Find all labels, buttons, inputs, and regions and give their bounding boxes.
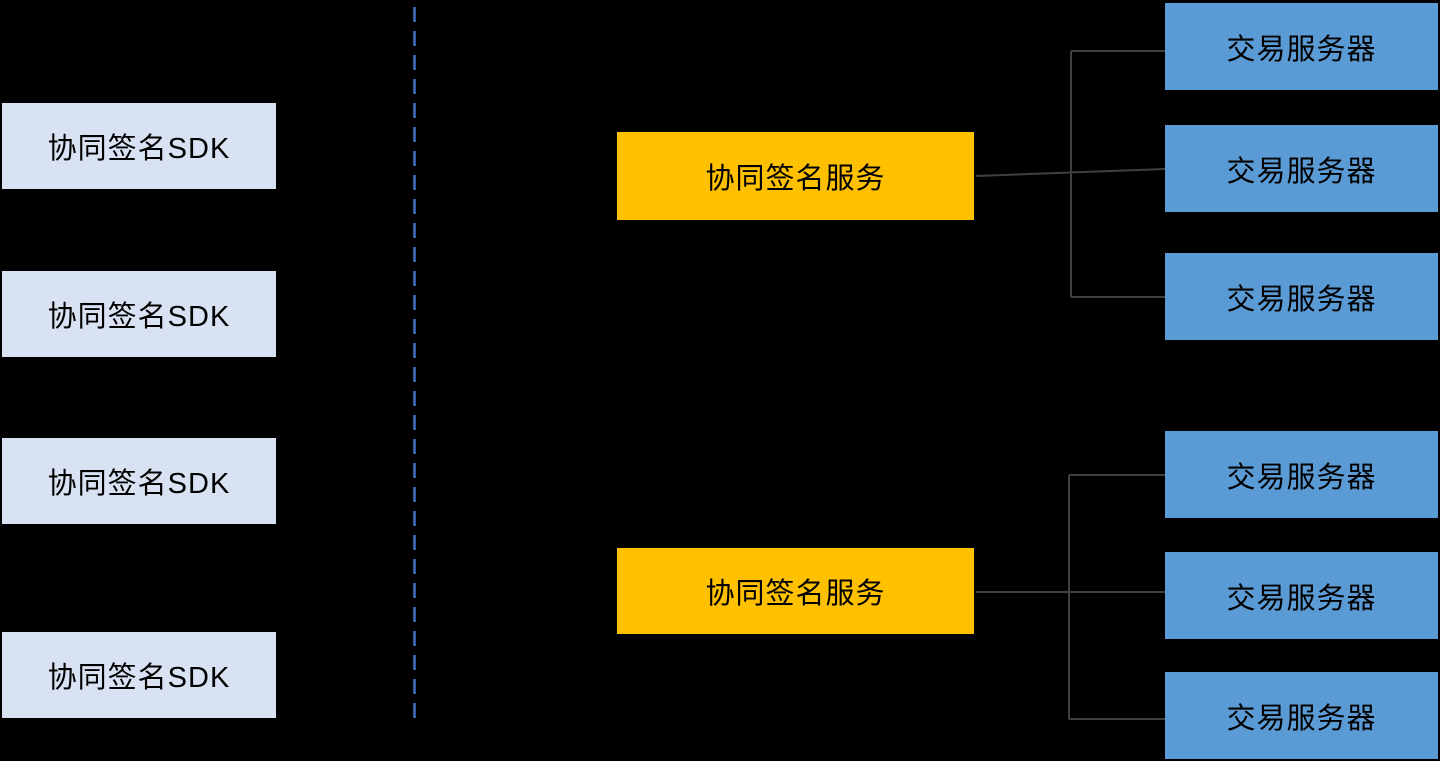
node-transaction-server-3: 交易服务器 bbox=[1165, 253, 1438, 340]
node-sdk-2: 协同签名SDK bbox=[2, 271, 276, 357]
node-transaction-server-1: 交易服务器 bbox=[1165, 3, 1438, 90]
node-transaction-server-4: 交易服务器 bbox=[1165, 431, 1438, 518]
node-transaction-server-2: 交易服务器 bbox=[1165, 125, 1438, 212]
node-sdk-4: 协同签名SDK bbox=[2, 632, 276, 718]
node-transaction-server-6: 交易服务器 bbox=[1165, 672, 1438, 759]
cluster1-branch-middle bbox=[975, 168, 1166, 177]
node-sdk-1: 协同签名SDK bbox=[2, 103, 276, 189]
node-sdk-3: 协同签名SDK bbox=[2, 438, 276, 524]
node-signing-service-1: 协同签名服务 bbox=[617, 132, 974, 220]
node-signing-service-2: 协同签名服务 bbox=[617, 548, 974, 634]
node-transaction-server-5: 交易服务器 bbox=[1165, 552, 1438, 639]
